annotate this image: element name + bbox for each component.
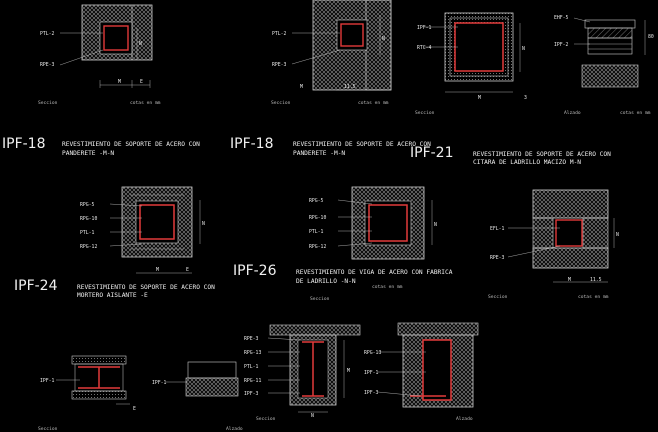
desc-5-line-1: REVESTIMIENTO DE VIGA DE ACERO CON FABRI…: [296, 269, 453, 276]
tag-rpg10-a: RPG-10: [80, 216, 97, 222]
caption-cotas-2: cotas en mm: [358, 100, 389, 106]
dim-m-4: M: [156, 267, 159, 273]
tag-ptl2-b: PTL-2: [272, 31, 287, 37]
desc-3-line-2: CITARA DE LADRILLO MACIZO M-N: [473, 159, 581, 166]
caption-seccion-4: Seccion: [310, 296, 330, 302]
desc-3-line-1: REVESTIMIENTO DE SOPORTE DE ACERO CON: [473, 151, 611, 158]
caption-cotas-1: cotas en mm: [130, 100, 161, 106]
tag-ehf5: EHF-5: [554, 15, 569, 21]
dim-n-6: N: [616, 232, 619, 238]
tag-ptl1-c: PTL-1: [244, 364, 259, 370]
desc-1-line-1: REVESTIMIENTO DE SOPORTE DE ACERO CON: [62, 141, 200, 148]
tag-efl1: EFL-1: [490, 226, 505, 232]
detail-2: [291, 0, 392, 91]
dim-e-3: E: [133, 406, 136, 412]
tag-rpg13-a: RPG-13: [244, 350, 261, 356]
tag-rpg5-a: RPG-5: [80, 202, 95, 208]
caption-cotas-3: cotas en mm: [620, 110, 651, 116]
caption-cotas-4: cotas en mm: [372, 284, 403, 290]
detail-8: [56, 355, 130, 405]
detail-11: [377, 322, 479, 408]
tag-rpe3-a: RPE-3: [40, 62, 55, 68]
dim-m-1: M: [118, 79, 121, 85]
tag-ptl2-a: PTL-2: [40, 31, 55, 37]
caption-seccion-7: Seccion: [256, 416, 276, 422]
tag-ipf1-c: IPF-1: [152, 380, 167, 386]
caption-seccion-6: Seccion: [38, 426, 58, 432]
tag-ipf1-b: IPF-1: [40, 378, 55, 384]
desc-2-line-1: REVESTIMIENTO DE SOPORTE DE ACERO CON: [293, 141, 431, 148]
dim-m-2: M: [300, 84, 303, 90]
tag-rpe3-d: RPE-3: [244, 336, 259, 342]
caption-seccion-5: Seccion: [488, 294, 508, 300]
heading-ipf18-a: IPF-18: [2, 136, 46, 152]
detail-7: [507, 189, 615, 283]
tag-rpg12-a: RPG-12: [80, 244, 97, 250]
detail-10: [267, 324, 361, 413]
desc-2-line-2: PANDERETE -M-N: [293, 150, 345, 157]
tag-rpe3-c: RPE-3: [490, 255, 505, 261]
caption-cotas-5: cotas en mm: [578, 294, 609, 300]
dim-115-2: 11.5: [590, 277, 602, 283]
desc-4-line-1: REVESTIMIENTO DE SOPORTE DE ACERO CON: [77, 284, 215, 291]
detail-4: [573, 17, 646, 88]
desc-5-line-2: DE LADRILLO -N-N: [296, 278, 356, 285]
tag-rpg13-b: RPG-13: [364, 350, 381, 356]
heading-ipf18-b: IPF-18: [230, 136, 274, 152]
tag-ipf3-b: IPF-3: [364, 390, 379, 396]
caption-seccion-2: Seccion: [271, 100, 291, 106]
dim-n-2: N: [382, 36, 385, 42]
caption-alzado-1: Alzado: [564, 110, 581, 116]
caption-alzado-3: Alzado: [456, 416, 473, 422]
dim-n-5: N: [434, 222, 437, 228]
dim-n-1: N: [139, 41, 142, 47]
caption-seccion-3: Seccion: [415, 110, 435, 116]
dim-115-1: 11.5: [344, 84, 356, 90]
tag-ipf3-a: IPF-3: [244, 391, 259, 397]
desc-4-line-2: MORTERO AISLANTE -E: [77, 292, 148, 299]
detail-1: [59, 4, 153, 88]
dim-n-4: N: [202, 221, 205, 227]
tag-ipf2: IPF-2: [554, 42, 569, 48]
heading-ipf21: IPF-21: [410, 145, 454, 161]
dim-80: 80: [648, 34, 654, 40]
tag-rpg5-b: RPG-5: [309, 198, 324, 204]
tag-rpg11: RPG-11: [244, 378, 261, 384]
dim-m-6: M: [347, 368, 350, 374]
dim-n-3: N: [522, 46, 525, 52]
dim-e-2: E: [186, 267, 189, 273]
detail-9: [166, 361, 239, 397]
tag-rpg10-b: RPG-10: [309, 215, 326, 221]
tag-ptl1-b: PTL-1: [309, 229, 324, 235]
dim-e-1: E: [140, 79, 143, 85]
detail-6: [337, 186, 433, 260]
tag-rpg12-b: RPG-12: [309, 244, 326, 250]
caption-alzado-2: Alzado: [226, 426, 243, 432]
tag-ipf1-d: IPF-1: [364, 370, 379, 376]
tag-rtc4: RTC-4: [417, 45, 432, 51]
tag-ptl1-a: PTL-1: [80, 230, 95, 236]
dim-m-5: M: [568, 277, 571, 283]
detail-5: [109, 186, 201, 274]
desc-1-line-2: PANDERETE -M-N: [62, 150, 114, 157]
tag-rpe3-b: RPE-3: [272, 62, 287, 68]
heading-ipf24: IPF-24: [14, 278, 58, 294]
caption-seccion-1: Seccion: [38, 100, 58, 106]
heading-ipf26: IPF-26: [233, 263, 277, 279]
dim-m-3: M: [478, 95, 481, 101]
tag-ipf1-a: IPF-1: [417, 25, 432, 31]
dim-n-7: N: [311, 413, 314, 419]
detail-3: [424, 12, 521, 93]
dim-3: 3: [524, 95, 527, 101]
